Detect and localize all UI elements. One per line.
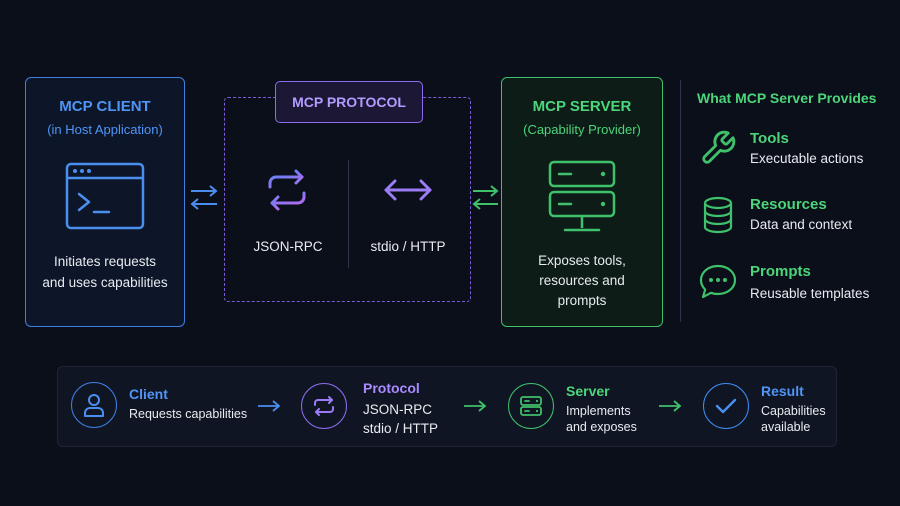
provides-resources-desc: Data and context <box>750 217 853 232</box>
checkmark-icon <box>703 383 749 429</box>
provides-tools-name: Tools <box>750 130 789 147</box>
protocol-title: MCP PROTOCOL <box>275 81 423 123</box>
provides-prompts-name: Prompts <box>750 263 811 280</box>
server-desc-line3: prompts <box>557 293 607 308</box>
provides-resources-name: Resources <box>750 196 827 213</box>
bidirectional-arrow-icon <box>382 174 434 211</box>
sync-arrows-icon <box>262 165 312 220</box>
terminal-window-icon <box>65 162 145 235</box>
server-title: MCP SERVER <box>532 98 632 115</box>
client-description: Initiates requests and uses capabilities <box>26 251 184 293</box>
flow-arrow-3-icon <box>658 398 682 419</box>
flow-result-line1: Capabilities <box>761 404 826 418</box>
server-description: Exposes tools, resources and prompts <box>502 251 662 311</box>
client-title: MCP CLIENT <box>59 98 151 115</box>
flow-result-text: Capabilities available <box>761 403 826 435</box>
client-subtitle: (in Host Application) <box>47 122 163 137</box>
client-desc-line2: and uses capabilities <box>42 275 168 290</box>
provides-tools-desc: Executable actions <box>750 151 864 166</box>
section-separator <box>680 80 681 322</box>
protocol-transport-label: stdio / HTTP <box>370 239 446 254</box>
mcp-client-box: MCP CLIENT (in Host Application) Initiat… <box>25 77 185 327</box>
client-desc-line1: Initiates requests <box>53 254 157 269</box>
flow-server-line1: Implements <box>566 404 631 418</box>
flow-server-line2: and exposes <box>566 420 637 434</box>
flow-protocol-line2: stdio / HTTP <box>363 421 439 436</box>
flow-result-title: Result <box>761 383 804 399</box>
protocol-server-arrows-icon <box>470 181 502 218</box>
flow-result-line2: available <box>761 420 811 434</box>
flow-arrow-1-icon <box>257 398 281 419</box>
provides-prompts-desc: Reusable templates <box>750 286 870 301</box>
protocol-jsonrpc-label: JSON-RPC <box>253 239 323 254</box>
mcp-server-box: MCP SERVER (Capability Provider) Exposes… <box>501 77 663 327</box>
client-protocol-arrows-icon <box>188 181 220 218</box>
user-icon <box>71 382 117 428</box>
provides-title: What MCP Server Provides <box>697 90 877 106</box>
database-icon <box>701 196 735 239</box>
protocol-divider <box>348 160 349 268</box>
flow-protocol-title: Protocol <box>363 380 420 396</box>
flow-server-text: Implements and exposes <box>566 403 637 435</box>
server-subtitle: (Capability Provider) <box>523 122 641 137</box>
chat-bubble-icon <box>698 263 738 306</box>
flow-server-title: Server <box>566 383 610 399</box>
flow-protocol-text: JSON-RPC stdio / HTTP <box>363 400 438 438</box>
swap-arrows-icon <box>301 383 347 429</box>
server-rack-icon <box>547 160 617 239</box>
flow-client-text: Requests capabilities <box>129 407 248 421</box>
server-icon <box>508 383 554 429</box>
flow-client-title: Client <box>129 386 168 402</box>
wrench-icon <box>699 129 737 172</box>
flow-arrow-2-icon <box>463 398 487 419</box>
flow-protocol-line1: JSON-RPC <box>363 402 433 417</box>
server-desc-line1: Exposes tools, <box>538 253 626 268</box>
server-desc-line2: resources and <box>539 273 625 288</box>
